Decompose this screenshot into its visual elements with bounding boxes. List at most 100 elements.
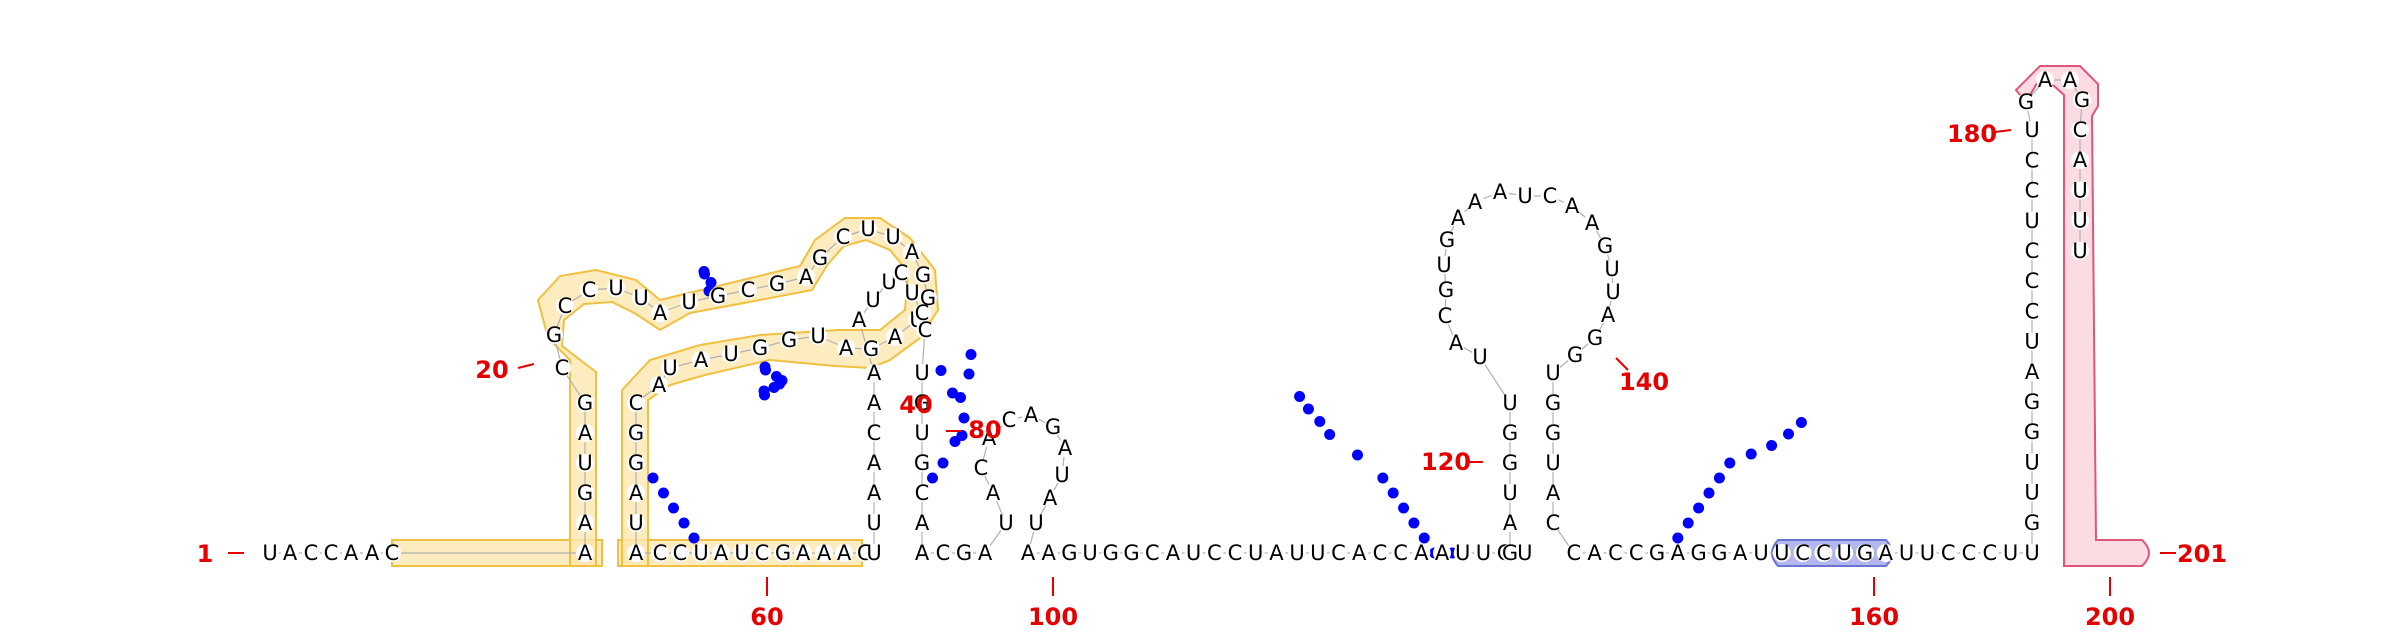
position-tick xyxy=(1994,129,2012,133)
nucleotide: A xyxy=(1414,541,1429,565)
nucleotide: G xyxy=(914,391,930,415)
nucleotide: G xyxy=(1061,541,1077,565)
nucleotide-halo xyxy=(1583,214,1601,232)
nucleotide: A xyxy=(2038,68,2053,92)
nucleotide-halo xyxy=(281,544,299,562)
nucleotide: C xyxy=(1795,541,1810,565)
nucleotide: C xyxy=(755,541,770,565)
nucleotide-halo xyxy=(2023,121,2041,140)
nucleotide-halo xyxy=(1501,514,1519,532)
nucleotide: C xyxy=(1331,541,1346,565)
nucleotide-halo xyxy=(797,268,815,286)
nucleotide-halo xyxy=(712,544,730,562)
nucleotide-halo xyxy=(1710,544,1729,562)
nucleotide: C xyxy=(2025,299,2040,323)
nucleotide-halo xyxy=(2023,332,2041,351)
nucleotide-halo xyxy=(913,514,931,532)
nucleotide-halo xyxy=(1689,544,1708,562)
nucleotide-halo xyxy=(862,340,880,358)
nucleotide: G xyxy=(1502,421,1518,445)
nucleotide-halo xyxy=(768,275,786,293)
nucleotide: C xyxy=(304,541,319,565)
nucleotide: U xyxy=(866,541,881,565)
nucleotide-halo xyxy=(1918,544,1937,562)
nucleotide-halo xyxy=(1793,544,1812,562)
nucleotide: A xyxy=(1024,403,1039,427)
nucleotide-halo xyxy=(2023,181,2041,200)
nucleotide: U xyxy=(2072,239,2087,263)
base-pair-dot xyxy=(1377,472,1389,484)
nucleotide-halo xyxy=(1370,544,1389,562)
nucleotide-halo xyxy=(780,331,798,349)
nucleotide-halo xyxy=(2071,151,2089,170)
nucleotide: A xyxy=(1601,303,1616,327)
nucleotide-halo xyxy=(865,544,883,562)
nucleotide-halo xyxy=(913,544,931,562)
nucleotide: U xyxy=(1248,541,1263,565)
nucleotide-halo xyxy=(976,544,994,562)
nucleotide-halo xyxy=(1544,394,1562,412)
nucleotide-halo xyxy=(1501,454,1519,472)
nucleotide: U xyxy=(1605,280,1620,304)
nucleotide: C xyxy=(1207,541,1222,565)
nucleotide: A xyxy=(978,541,993,565)
nucleotide-halo xyxy=(556,297,574,315)
nucleotide: A xyxy=(1565,194,1580,218)
nucleotide: A xyxy=(1546,481,1561,505)
nucleotide: A xyxy=(867,481,882,505)
nucleotide-halo xyxy=(1599,306,1617,324)
nucleotide: C xyxy=(1145,541,1160,565)
nucleotide: G xyxy=(781,328,797,352)
base-pair-dot xyxy=(1418,532,1430,544)
base-pair-dot xyxy=(1314,416,1326,427)
base-pair-dot xyxy=(1682,517,1694,529)
nucleotide-halo xyxy=(1122,544,1141,562)
nucleotide-halo xyxy=(1000,411,1018,429)
nucleotide-halo xyxy=(2023,151,2041,170)
base-pair-dot xyxy=(937,457,949,469)
nucleotide-halo xyxy=(1544,454,1562,472)
nucleotide-halo xyxy=(892,264,910,282)
nucleotide: C xyxy=(2073,118,2088,142)
nucleotide: A xyxy=(1503,511,1518,535)
nucleotide-halo xyxy=(627,424,645,442)
nucleotide: C xyxy=(1546,511,1561,535)
base-pair-dot xyxy=(1324,429,1336,440)
nucleotide-halo xyxy=(1019,544,1037,562)
nucleotide-halo xyxy=(1288,544,1307,562)
nucleotide-halo xyxy=(1596,237,1614,255)
base-pair-dot xyxy=(705,277,717,288)
position-tick xyxy=(517,363,535,369)
nucleotide-halo xyxy=(1435,256,1453,274)
nucleotide: C xyxy=(2025,148,2040,172)
nucleotide-halo xyxy=(850,311,868,329)
nucleotide: A xyxy=(1435,541,1450,565)
nucleotide: A xyxy=(714,541,729,565)
nucleotide: A xyxy=(1043,486,1058,510)
nucleotide-halo xyxy=(661,359,679,377)
base-pair-dot xyxy=(698,266,710,277)
nucleotide: U xyxy=(1774,541,1789,565)
nucleotide-halo xyxy=(1471,348,1489,366)
nucleotide-halo xyxy=(627,394,645,412)
nucleotide: U xyxy=(810,324,825,348)
nucleotide: C xyxy=(918,318,933,342)
base-pair-dot xyxy=(678,517,690,529)
nucleotide: C xyxy=(324,541,339,565)
nucleotide: A xyxy=(1269,541,1284,565)
nucleotide-halo xyxy=(2073,91,2091,109)
base-pair-dot xyxy=(965,349,977,360)
nucleotide-halo xyxy=(2023,211,2041,230)
nucleotide: U xyxy=(2072,209,2087,233)
nucleotide: U xyxy=(1436,253,1451,277)
nucleotide-halo xyxy=(1606,544,1625,562)
nucleotide: C xyxy=(1373,541,1388,565)
nucleotide-halo xyxy=(2023,423,2041,442)
position-label: 201 xyxy=(2177,540,2227,568)
nucleotide-halo xyxy=(809,327,827,345)
nucleotide: U xyxy=(2003,541,2018,565)
nucleotide: A xyxy=(1733,541,1748,565)
nucleotide-halo xyxy=(576,484,594,502)
nucleotide: U xyxy=(2024,330,2039,354)
nucleotide: C xyxy=(582,278,597,302)
